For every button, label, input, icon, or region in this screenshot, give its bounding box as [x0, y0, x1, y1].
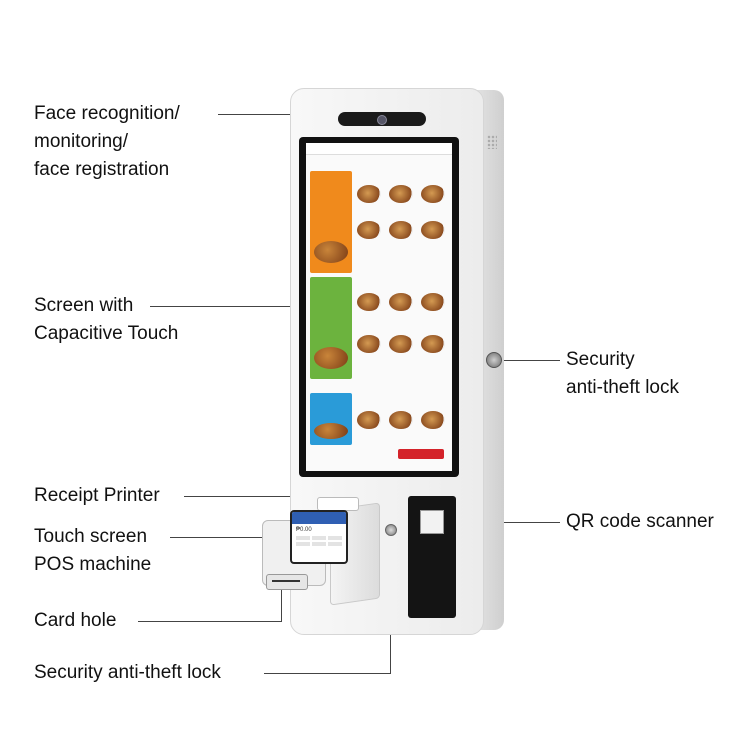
speaker-grille — [487, 135, 497, 149]
pos-keypad[interactable] — [292, 536, 346, 546]
menu-item[interactable] — [354, 399, 384, 433]
menu-item[interactable] — [386, 323, 416, 357]
menu-item[interactable] — [418, 323, 448, 357]
dish-image — [421, 221, 445, 239]
order-button[interactable] — [398, 449, 444, 459]
label-card-hole: Card hole — [34, 610, 117, 631]
label-receipt-printer: Receipt Printer — [34, 485, 160, 506]
card-slot-opening — [272, 580, 300, 582]
dish-image — [357, 411, 381, 429]
label-screen: Screen with Capacitive Touch — [34, 295, 179, 344]
food-image — [314, 347, 348, 369]
menu-item[interactable] — [418, 173, 448, 207]
menu-item[interactable] — [386, 281, 416, 315]
leader-line-card-v — [281, 590, 282, 622]
pos-header-bar — [292, 512, 346, 524]
leader-line-screen — [150, 306, 310, 307]
dish-image — [389, 411, 413, 429]
menu-item[interactable] — [418, 399, 448, 433]
dish-image — [357, 221, 381, 239]
menu-item[interactable] — [386, 399, 416, 433]
dish-image — [389, 335, 413, 353]
label-qr-scanner: QR code scanner — [566, 511, 714, 532]
pos-touch-screen[interactable]: ₱0.00 — [290, 510, 348, 564]
dish-image — [389, 221, 413, 239]
card-hole[interactable] — [266, 574, 308, 590]
dish-image — [421, 411, 445, 429]
side-lock-icon — [486, 352, 502, 368]
dish-image — [389, 185, 413, 203]
menu-item[interactable] — [354, 323, 384, 357]
leader-line-receipt — [184, 496, 318, 497]
dish-image — [357, 185, 381, 203]
leader-line-security-bottom-h — [264, 673, 391, 674]
label-face-recognition: Face recognition/ monitoring/ face regis… — [34, 103, 180, 180]
label-pos-machine: Touch screen POS machine — [34, 526, 152, 575]
front-lock-icon — [385, 524, 397, 536]
leader-line-face — [218, 114, 336, 115]
dish-image — [421, 335, 445, 353]
kiosk-touch-screen[interactable] — [306, 143, 452, 471]
menu-banner-orange — [310, 171, 352, 273]
label-security-bottom: Security anti-theft lock — [34, 662, 221, 683]
dish-image — [357, 335, 381, 353]
qr-scanner-window — [420, 510, 444, 534]
menu-item[interactable] — [386, 173, 416, 207]
food-image — [314, 241, 348, 263]
camera-lens-icon — [377, 115, 387, 125]
menu-banner-blue — [310, 393, 352, 445]
menu-banner-green — [310, 277, 352, 379]
receipt-paper-slot — [317, 497, 359, 511]
dish-image — [357, 293, 381, 311]
screen-nav-bar — [306, 143, 452, 155]
menu-item[interactable] — [386, 209, 416, 243]
menu-item[interactable] — [354, 173, 384, 207]
menu-item[interactable] — [354, 281, 384, 315]
pos-amount: ₱0.00 — [296, 527, 312, 533]
leader-line-pos — [170, 537, 290, 538]
menu-item[interactable] — [418, 209, 448, 243]
leader-line-security-side — [500, 360, 560, 361]
leader-line-card-h — [138, 621, 282, 622]
dish-image — [389, 293, 413, 311]
menu-item[interactable] — [418, 281, 448, 315]
label-security-side: Security anti-theft lock — [566, 349, 679, 398]
menu-item[interactable] — [354, 209, 384, 243]
dish-image — [421, 293, 445, 311]
food-image — [314, 423, 348, 439]
dish-image — [421, 185, 445, 203]
